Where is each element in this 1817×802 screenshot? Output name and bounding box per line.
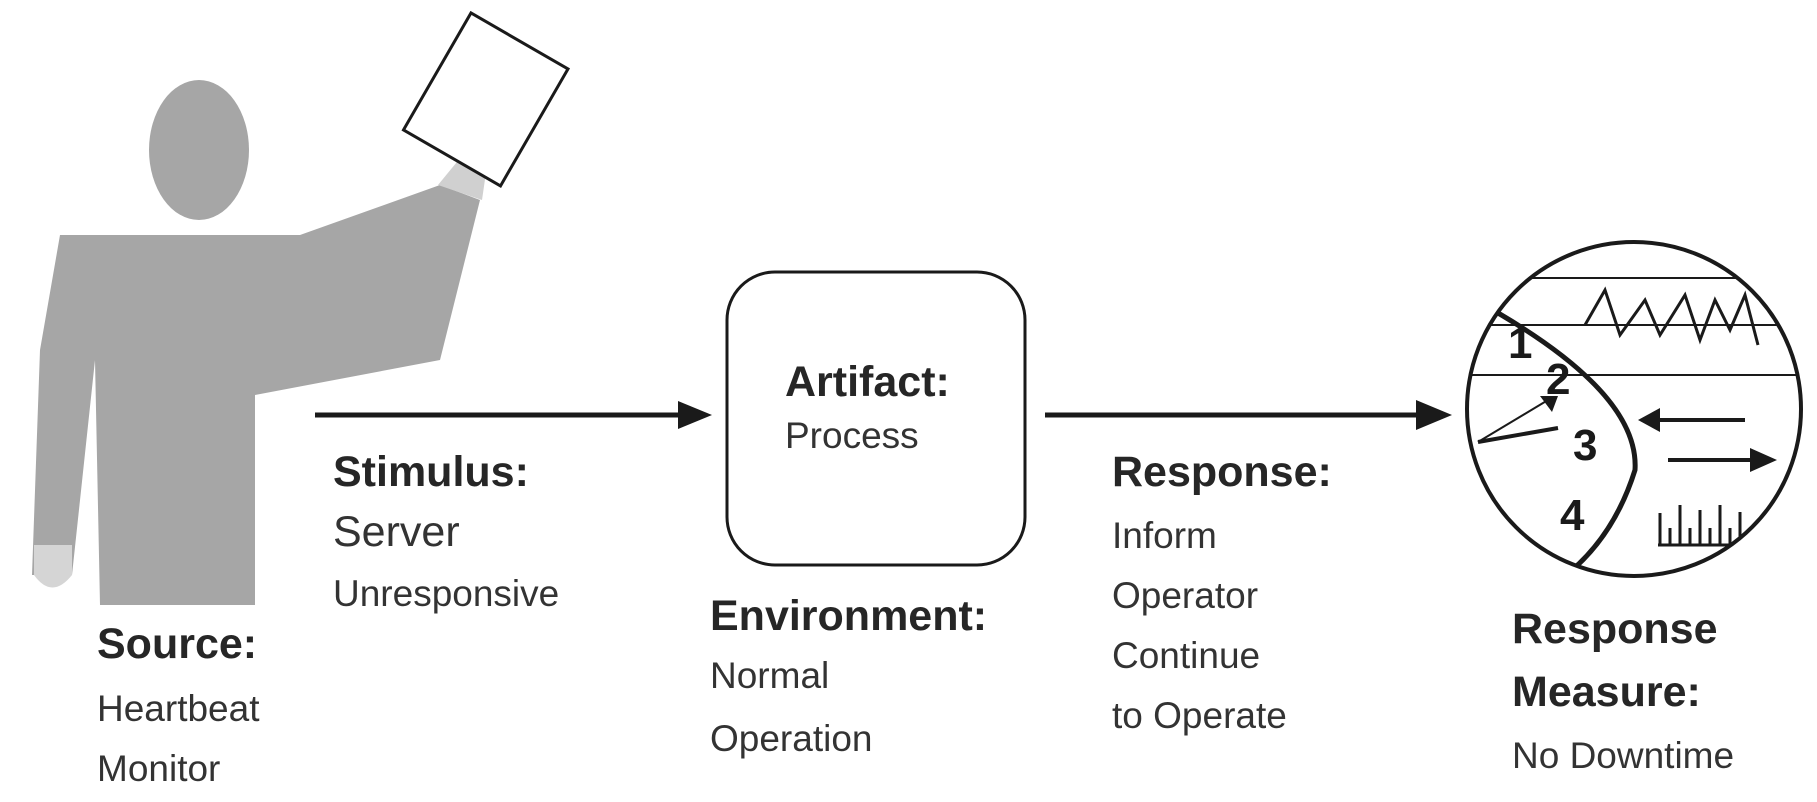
response-measure-value: No Downtime: [1512, 735, 1735, 776]
measure-gauge-icon: 1 2 3 4: [1465, 240, 1803, 578]
response-heading: Response:: [1112, 448, 1332, 496]
stimulus-line-1: Server: [333, 508, 460, 556]
stimulus-line-2: Unresponsive: [333, 573, 560, 614]
stimulus-heading: Stimulus:: [333, 448, 529, 496]
response-arrowhead: [1416, 400, 1452, 430]
gauge-number-2: 2: [1546, 355, 1570, 404]
source-heading: Source:: [97, 620, 258, 668]
person-icon: [32, 80, 490, 605]
response-line-3: Continue: [1112, 635, 1261, 676]
environment-line-1: Normal: [710, 655, 830, 696]
artifact-value: Process: [785, 415, 919, 456]
artifact-box: [725, 270, 1027, 567]
response-line-1: Inform: [1112, 515, 1217, 556]
response-measure-heading-line-2: Measure:: [1512, 668, 1701, 716]
environment-line-2: Operation: [710, 718, 873, 759]
stimulus-arrowhead: [678, 401, 712, 429]
response-line-4: to Operate: [1112, 695, 1287, 736]
response-line-2: Operator: [1112, 575, 1259, 616]
source-line-2: Monitor: [97, 748, 221, 789]
response-measure-heading-line-1: Response: [1512, 605, 1718, 653]
gauge-number-4: 4: [1560, 491, 1585, 540]
gauge-number-1: 1: [1508, 319, 1532, 368]
environment-heading: Environment:: [710, 592, 988, 640]
source-line-1: Heartbeat: [97, 688, 260, 729]
gauge-number-3: 3: [1573, 421, 1597, 470]
artifact-heading: Artifact:: [785, 358, 950, 406]
paper-icon: [401, 10, 571, 188]
